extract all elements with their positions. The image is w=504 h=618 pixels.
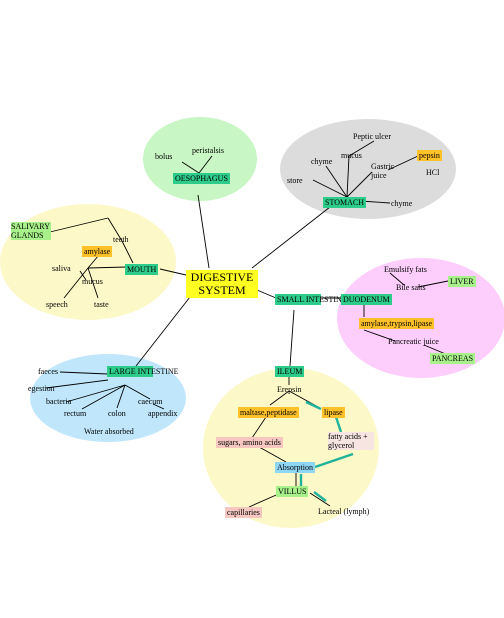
pancreatic-juice-label: Pancreatic juice bbox=[388, 337, 439, 346]
water-absorbed-label: Water absorbed bbox=[84, 427, 134, 436]
lacteal-label: Lacteal (lymph) bbox=[318, 507, 370, 516]
taste-label: taste bbox=[94, 300, 109, 309]
pancreatic-enzymes-label: amylase,trypsin,lipase bbox=[359, 318, 435, 329]
speech-label: speech bbox=[46, 300, 68, 309]
saliva-label: saliva bbox=[52, 264, 71, 273]
fat-pathway-3 bbox=[314, 452, 354, 469]
peristalsis-label: peristalsis bbox=[192, 146, 224, 155]
lipase-label: lipase bbox=[322, 407, 345, 418]
peptic-ulcer-label: Peptic ulcer bbox=[353, 132, 391, 141]
stomach-chyme-upper-label: chyme bbox=[311, 157, 333, 166]
duodenum-label: DUODENUM bbox=[341, 294, 392, 305]
stomach-label: STOMACH bbox=[323, 197, 366, 208]
faeces-label: faeces bbox=[38, 367, 58, 376]
amylase-label: amylase bbox=[82, 246, 113, 257]
link-center-oesophagus bbox=[197, 194, 210, 269]
fat-pathway-5 bbox=[313, 491, 327, 502]
link-center-small-intestine bbox=[256, 289, 277, 299]
central-node: DIGESTIVE SYSTEM bbox=[186, 270, 258, 298]
maltase-peptidase-label: maltase,peptidase bbox=[238, 407, 299, 418]
fat-pathway-1 bbox=[305, 400, 322, 411]
store-label: store bbox=[287, 176, 303, 185]
mouth-mucus-label: mucus bbox=[82, 277, 103, 286]
stomach-mucus-label: mucus bbox=[341, 151, 362, 160]
caecum-label: caecum bbox=[138, 397, 163, 406]
small-intestine-label: SMALL INTESTINE bbox=[275, 294, 347, 305]
hcl-label: HCl bbox=[426, 168, 440, 177]
sugars-amino-acids-label: sugars, amino acids bbox=[216, 437, 283, 448]
link-center-mouth bbox=[159, 268, 187, 276]
bile-salts-label: Bile salts bbox=[396, 283, 426, 292]
capillaries-label: capillaries bbox=[225, 507, 262, 518]
fatty-acids-label: fatty acids + glycerol bbox=[328, 432, 374, 450]
bolus-label: bolus bbox=[155, 152, 173, 161]
colon-label: colon bbox=[108, 409, 126, 418]
link-center-stomach bbox=[251, 206, 331, 269]
rectum-label: rectum bbox=[64, 409, 87, 418]
teeth-label-top bbox=[95, 212, 97, 221]
gastric-juice-label: Gastric juice bbox=[371, 162, 395, 180]
stomach-region bbox=[280, 119, 456, 219]
villus-label: VILLUS bbox=[276, 486, 309, 497]
pancreas-label: PANCREAS bbox=[430, 353, 476, 364]
teeth-label: teeth bbox=[113, 235, 129, 244]
stomach-chyme-label: chyme bbox=[391, 199, 413, 208]
large-intestine-label: LARGE INTESTINE bbox=[107, 366, 179, 377]
mouth-label: MOUTH bbox=[125, 264, 159, 275]
link-center-large-intestine bbox=[135, 296, 191, 367]
absorption-label: Absorption bbox=[275, 462, 315, 473]
bacteria-label: bacteria bbox=[46, 397, 72, 406]
appendix-label: appendix bbox=[148, 409, 178, 418]
erepsin-label: Erepsin bbox=[277, 385, 302, 394]
egestion-label: egestion bbox=[28, 384, 55, 393]
pepsin-label: pepsin bbox=[417, 150, 442, 161]
salivary-glands-label: SALIVARY GLANDS bbox=[11, 222, 51, 240]
liver-label: LIVER bbox=[448, 276, 476, 287]
oesophagus-label: OESOPHAGUS bbox=[173, 173, 230, 184]
ileum-label: ILEUM bbox=[275, 366, 305, 377]
emulsify-fats-label: Emulsify fats bbox=[384, 265, 427, 274]
